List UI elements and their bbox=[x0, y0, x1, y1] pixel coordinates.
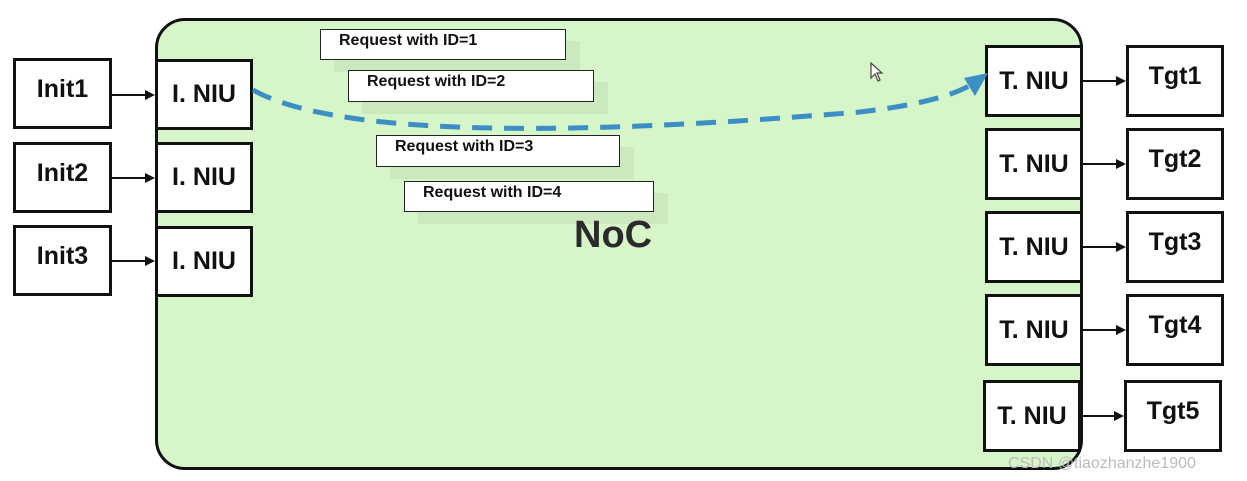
target-niu-2: T. NIU bbox=[985, 128, 1083, 200]
target-tgt5: Tgt5 bbox=[1124, 380, 1222, 452]
initiator-niu-2: I. NIU bbox=[155, 142, 253, 213]
target-niu-5: T. NIU bbox=[983, 380, 1081, 452]
noc-label: NoC bbox=[574, 214, 653, 256]
target-tgt4: Tgt4 bbox=[1126, 294, 1224, 366]
request-label-2: Request with ID=2 bbox=[348, 70, 594, 102]
initiator-niu-1: I. NIU bbox=[155, 59, 253, 130]
initiator-init3: Init3 bbox=[13, 225, 112, 296]
target-niu-1: T. NIU bbox=[985, 45, 1083, 117]
request-label-3: Request with ID=3 bbox=[376, 135, 620, 167]
target-niu-3: T. NIU bbox=[985, 211, 1083, 283]
request-label-4: Request with ID=4 bbox=[404, 181, 654, 212]
target-tgt3: Tgt3 bbox=[1126, 211, 1224, 283]
target-niu-4: T. NIU bbox=[985, 294, 1083, 366]
target-tgt2: Tgt2 bbox=[1126, 128, 1224, 200]
initiator-init1: Init1 bbox=[13, 58, 112, 129]
mouse-cursor-icon bbox=[870, 62, 884, 82]
target-tgt1: Tgt1 bbox=[1126, 45, 1224, 117]
initiator-niu-3: I. NIU bbox=[155, 226, 253, 297]
initiator-init2: Init2 bbox=[13, 142, 112, 213]
request-label-1: Request with ID=1 bbox=[320, 29, 566, 60]
watermark: CSDN @tiaozhanzhe1900 bbox=[1008, 455, 1196, 472]
